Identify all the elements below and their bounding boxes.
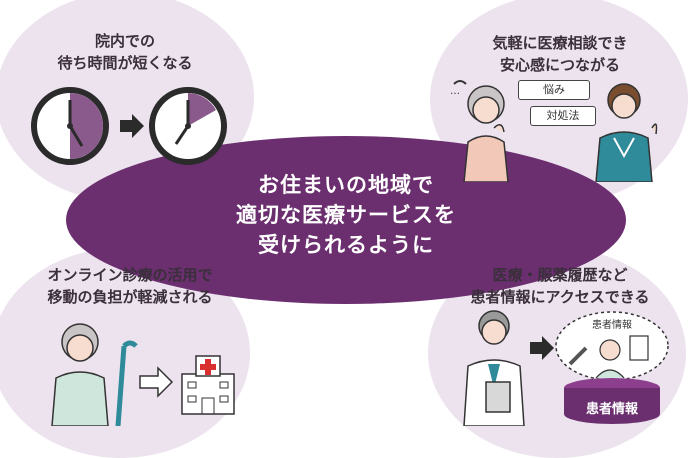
advice-speech-bubble: 対処法 [530, 106, 596, 126]
waiting-time-title: 院内での 待ち時間が短くなる [10, 30, 240, 74]
clock-icon [31, 87, 227, 165]
database-label: 患者情報 [585, 402, 638, 417]
patient-info-title-line2: 患者情報にアクセスできる [470, 288, 650, 306]
center-line-3: 受けられるように [258, 233, 434, 257]
center-line-1: お住まいの地域で [258, 173, 434, 197]
svg-text:…: … [450, 86, 460, 97]
cloud-patient-info-label: 患者情報 [592, 320, 632, 331]
patient-info-title: 医療・服薬履歴など 患者情報にアクセスできる [438, 264, 682, 308]
elderly-person-icon: … [450, 80, 658, 182]
waiting-time-title-line1: 院内での [94, 32, 155, 50]
waiting-time-title-line2: 待ち時間が短くなる [57, 54, 193, 72]
patient-info-title-line1: 医療・服薬履歴など [492, 266, 628, 284]
elderly-with-cane-icon [51, 323, 174, 426]
hospital-icon [181, 355, 235, 415]
online-care-title-line1: オンライン診療の活用で [47, 266, 213, 284]
consultation-title-line1: 気軽に医療相談でき [492, 34, 628, 52]
center-message: お住まいの地域で 適切な医療サービスを 受けられるように [66, 170, 626, 260]
center-ellipse [66, 136, 626, 304]
center-line-2: 適切な医療サービスを [236, 203, 456, 227]
online-care-title: オンライン診療の活用で 移動の負担が軽減される [10, 264, 250, 308]
online-care-title-line2: 移動の負担が軽減される [47, 288, 213, 306]
worry-speech-bubble: 悩み [518, 80, 590, 100]
consultation-title-line2: 安心感につながる [499, 56, 620, 74]
doctor-with-records-icon [463, 310, 669, 426]
consultation-title: 気軽に医療相談でき 安心感につながる [444, 32, 676, 76]
